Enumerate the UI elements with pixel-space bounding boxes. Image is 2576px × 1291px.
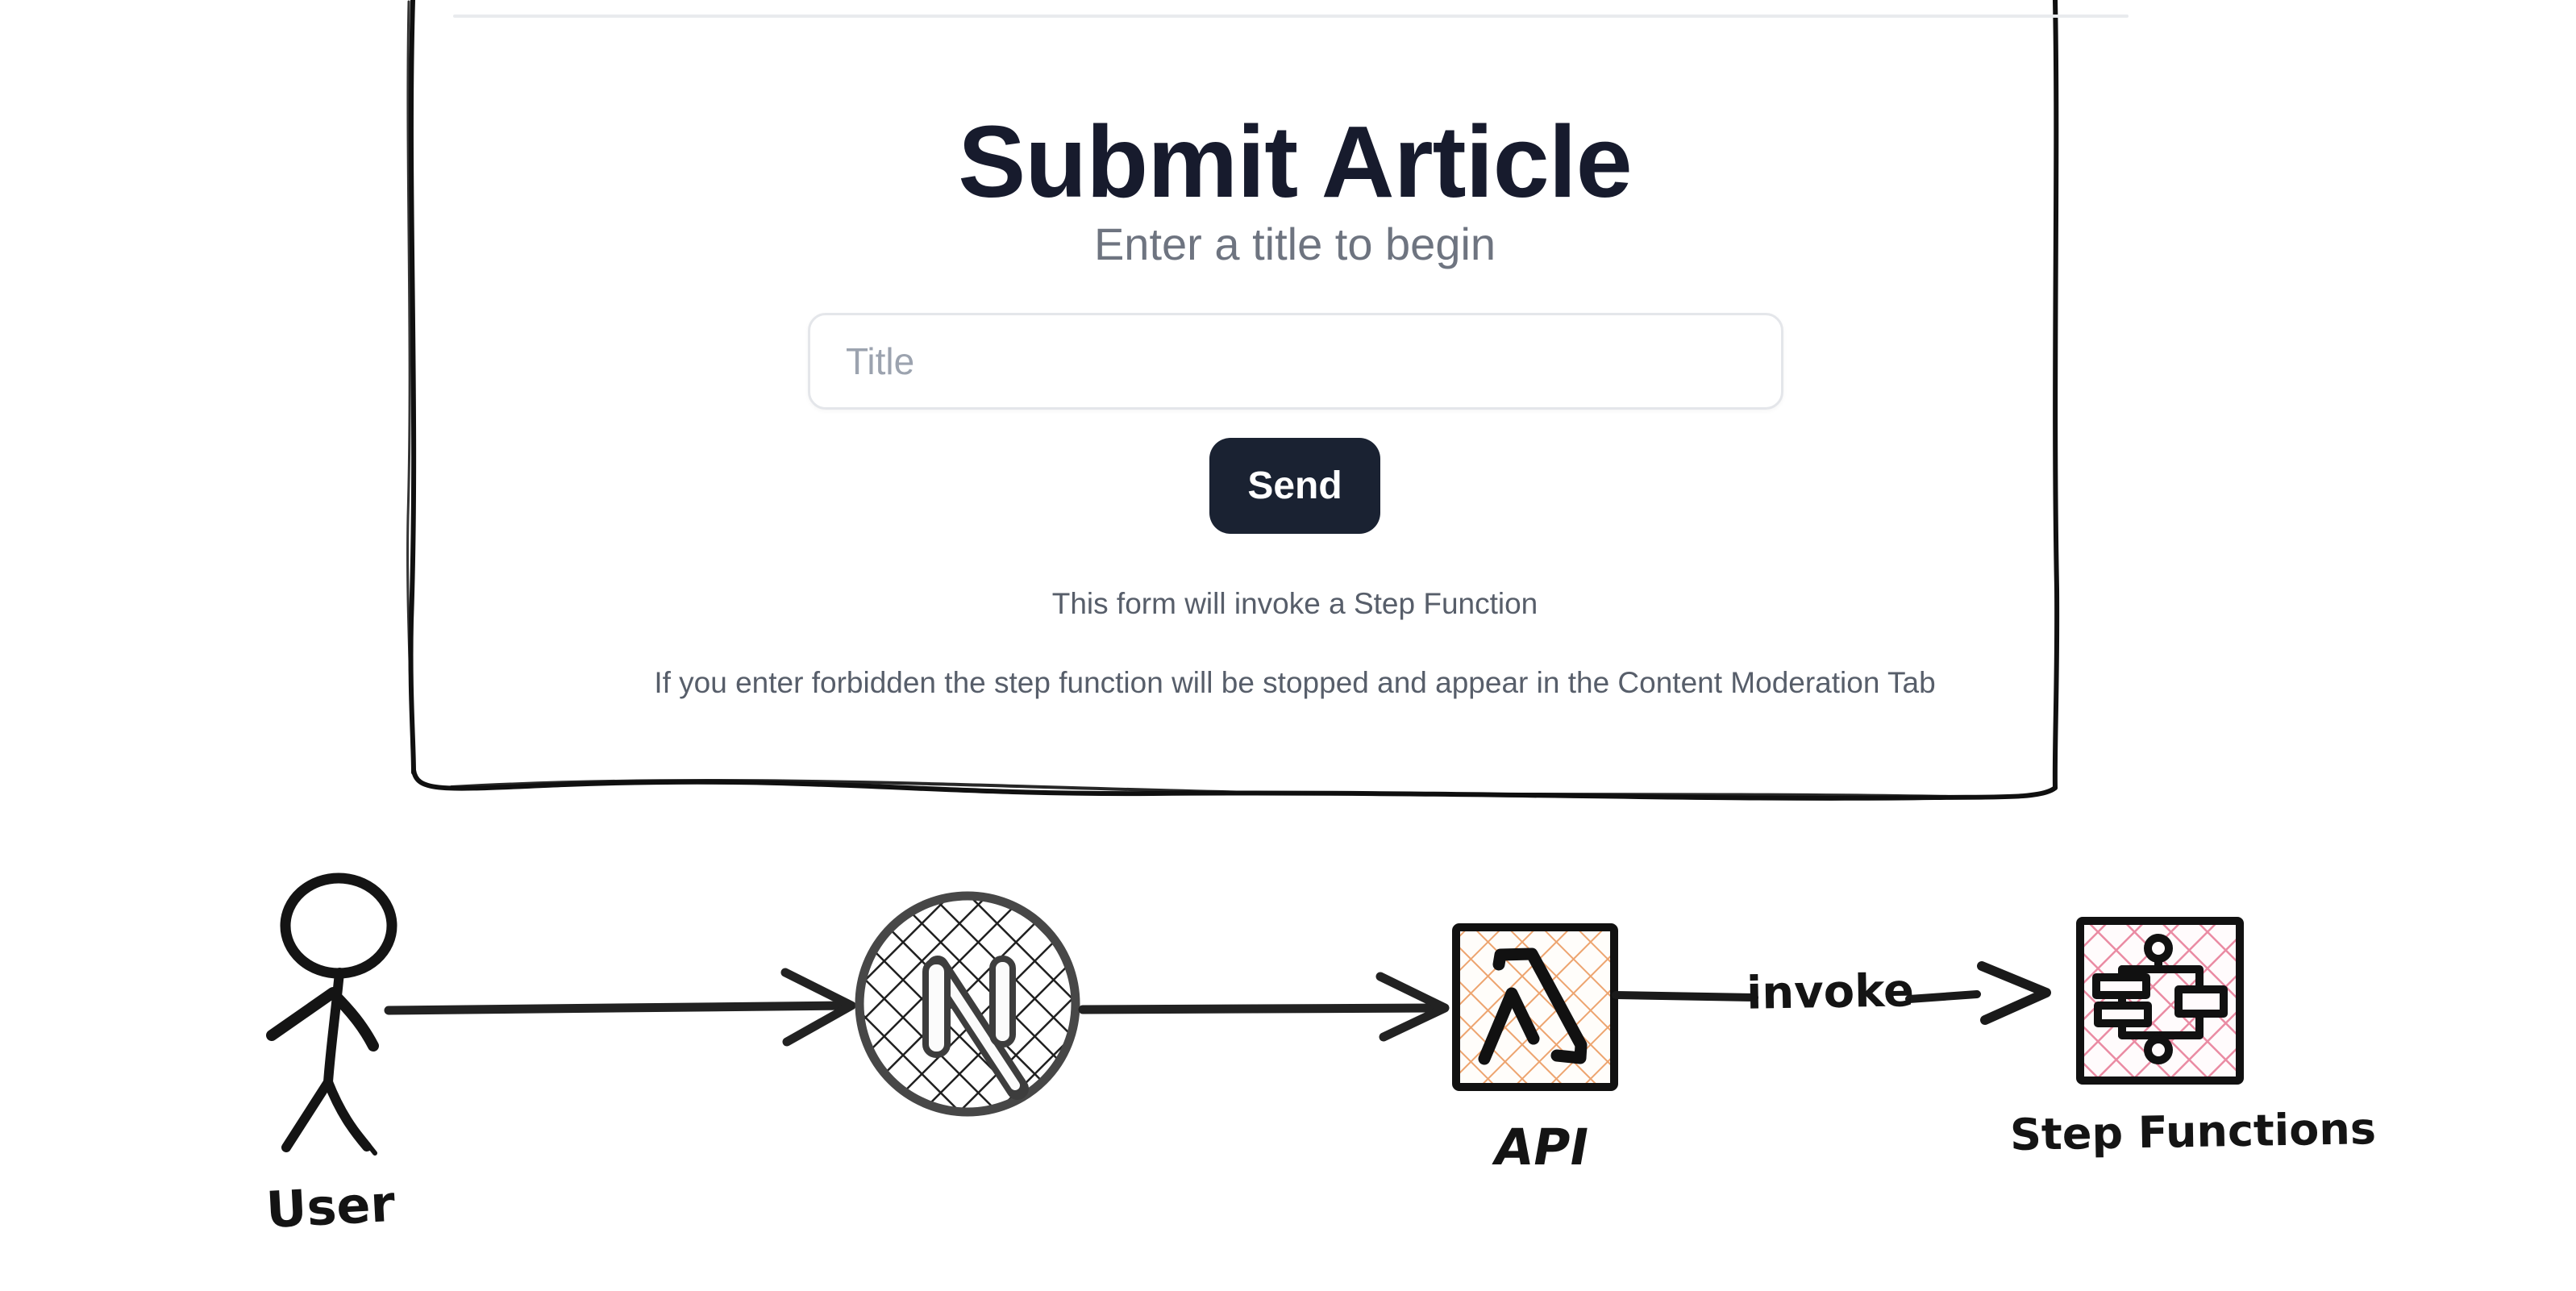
invoke-edge-label: invoke [1746, 964, 1915, 1020]
stick-figure-icon [266, 872, 397, 1156]
arrow-user-to-nextjs [384, 968, 856, 1047]
form-subtitle: Enter a title to begin [1093, 219, 1496, 269]
card-top-divider [453, 15, 2129, 18]
arrow-nextjs-to-lambda [1078, 972, 1450, 1042]
title-input[interactable] [808, 313, 1783, 410]
nextjs-logo-icon [855, 891, 1080, 1117]
arrow-invoke [1612, 961, 2051, 1025]
user-node-label: User [264, 1173, 397, 1240]
page-title: Submit Article [958, 105, 1632, 219]
form-helper-secondary: If you enter forbidden the step function… [654, 666, 1936, 699]
send-button[interactable]: Send [1209, 438, 1380, 534]
form-helper-primary: This form will invoke a Step Function [1051, 587, 1538, 620]
aws-step-functions-icon [2076, 917, 2244, 1085]
aws-lambda-icon [1452, 923, 1618, 1091]
step-functions-node-label: Step Functions [2009, 1103, 2377, 1160]
api-node-label: API [1489, 1118, 1594, 1176]
